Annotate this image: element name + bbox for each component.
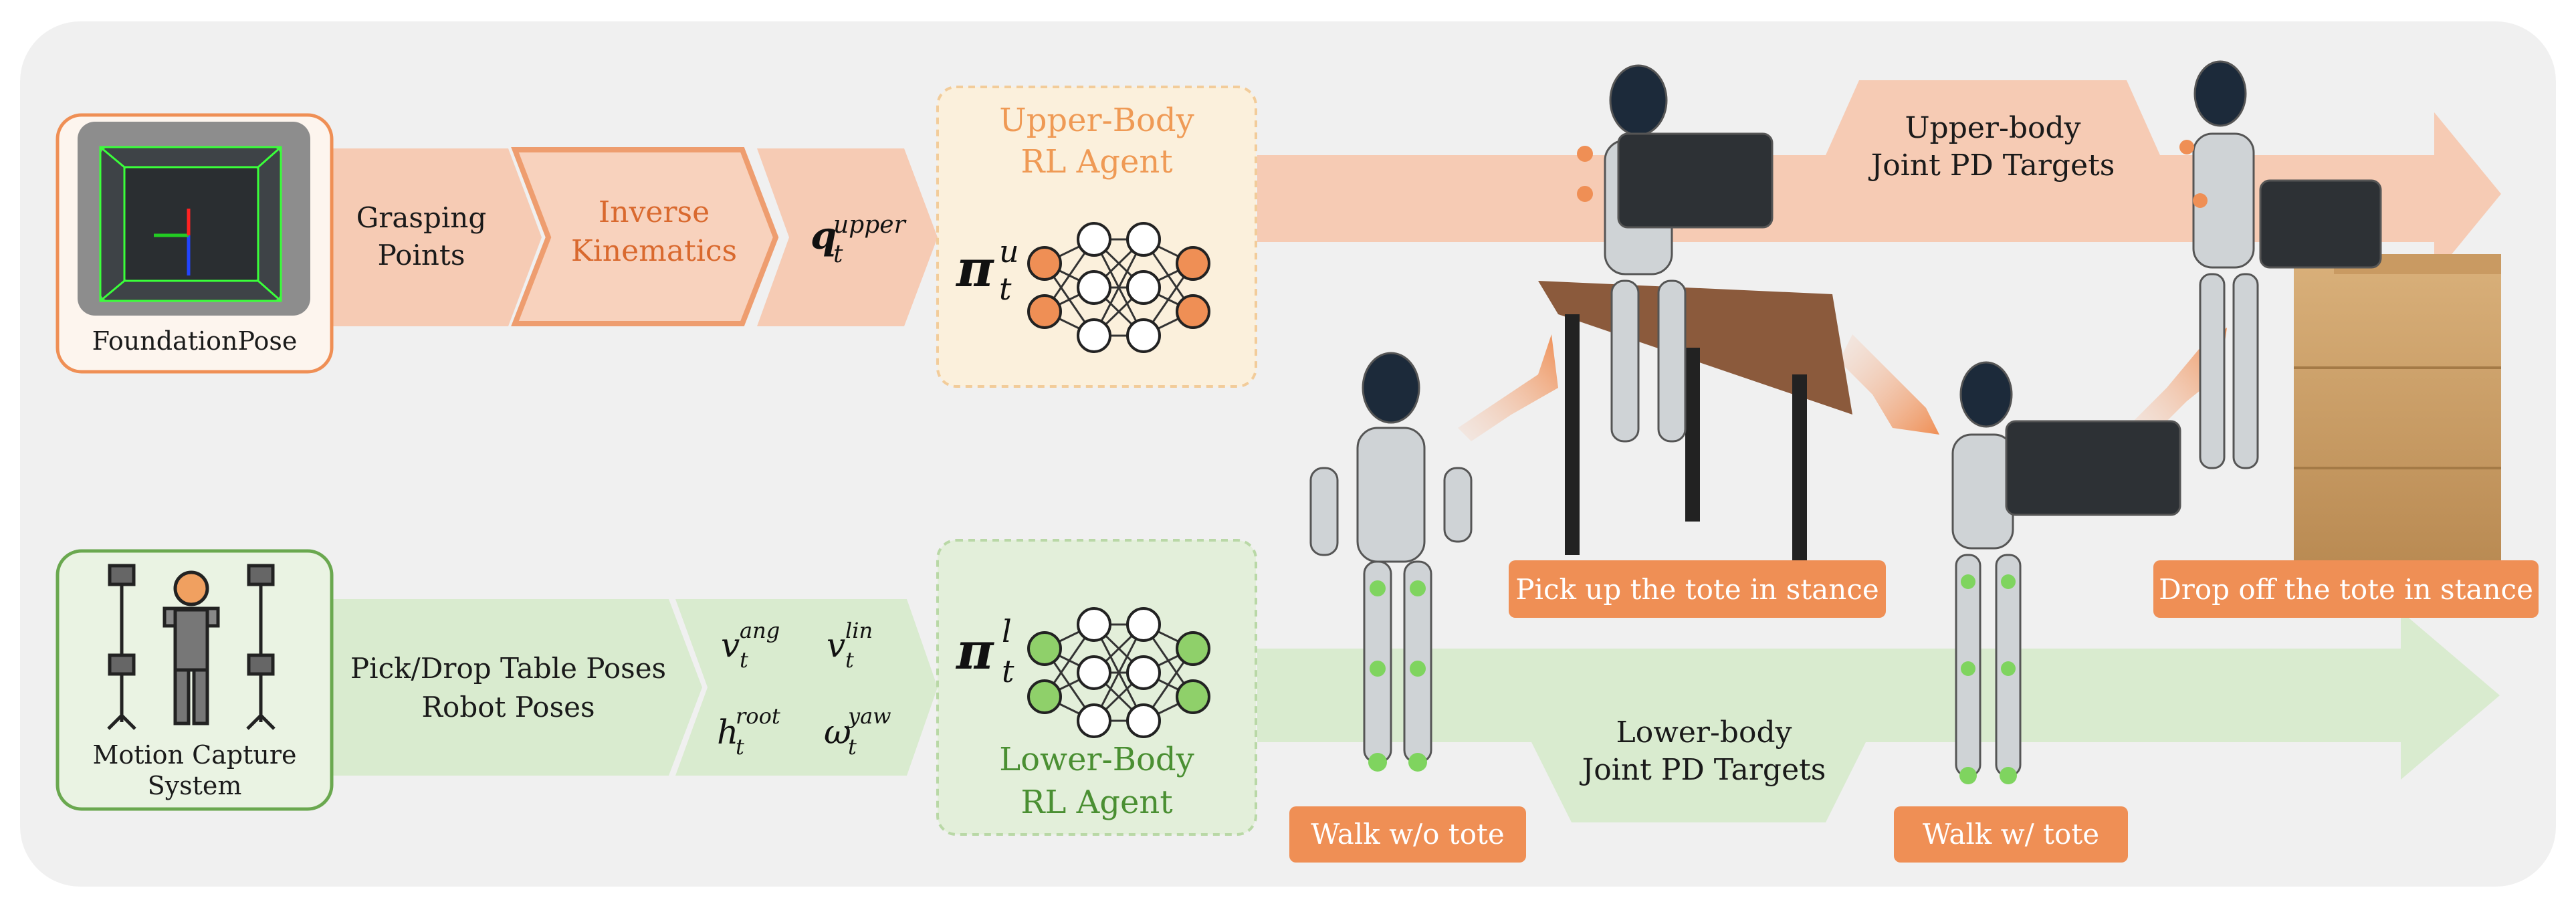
svg-text:q: q xyxy=(811,214,837,258)
upper-neural-net xyxy=(1027,222,1210,353)
svg-text:h: h xyxy=(717,713,738,752)
net-node xyxy=(1126,222,1161,257)
svg-text:t: t xyxy=(736,734,744,760)
net-node xyxy=(1176,246,1210,281)
pick-drop-poses-chevron xyxy=(332,599,702,776)
tag-drop-off: Drop off the tote in stance xyxy=(2159,573,2533,606)
net-node xyxy=(1126,655,1161,690)
net-node xyxy=(1176,631,1210,666)
net-node xyxy=(1126,318,1161,353)
foundationpose-image xyxy=(78,122,310,316)
svg-text:t: t xyxy=(999,271,1012,307)
robot-state-chevron xyxy=(675,599,938,776)
lower-targets-label-2: Joint PD Targets xyxy=(1580,753,1826,787)
svg-text:t: t xyxy=(833,241,843,268)
upper-agent-title-2: RL Agent xyxy=(1021,143,1172,181)
upper-stream-arrow xyxy=(1257,112,2501,275)
lower-agent-title-2: RL Agent xyxy=(1021,784,1172,821)
svg-text:l: l xyxy=(1002,613,1012,649)
svg-text:ω: ω xyxy=(824,713,851,752)
transition-arrow-2 xyxy=(1839,334,1939,435)
net-node xyxy=(1176,294,1210,329)
upper-agent-title-1: Upper-Body xyxy=(999,102,1194,139)
upper-targets-label-2: Joint PD Targets xyxy=(1868,148,2115,183)
grasp-points-chevron xyxy=(332,148,542,326)
inverse-kinematics-chevron xyxy=(511,147,779,326)
svg-text:v: v xyxy=(827,626,845,665)
net-node xyxy=(1077,607,1111,642)
svg-text:t: t xyxy=(740,647,748,673)
upper-pi-symbol: π u t xyxy=(955,233,1019,307)
net-node xyxy=(1077,270,1111,305)
tag-drop-off-box xyxy=(2153,560,2539,618)
tag-walk-without-box xyxy=(1289,806,1526,863)
robot-state-symbols: v ang t v lin t h root t ω yaw t xyxy=(717,618,891,760)
lower-stream-arrow xyxy=(1257,611,2500,780)
svg-text:π: π xyxy=(955,239,994,298)
net-edge xyxy=(1093,239,1145,336)
net-node xyxy=(1126,270,1161,305)
motion-capture-icon xyxy=(107,564,276,730)
net-node xyxy=(1126,607,1161,642)
net-node xyxy=(1077,318,1111,353)
grasp-label-line1: Grasping xyxy=(356,201,486,234)
lower-pi-symbol: π l t xyxy=(955,613,1014,689)
net-node xyxy=(1176,679,1210,714)
tag-walk-with: Walk w/ tote xyxy=(1923,818,2099,850)
lower-targets-label-1: Lower-body xyxy=(1616,715,1792,750)
poses-label-1: Pick/Drop Table Poses xyxy=(350,652,666,685)
robot-pick-up xyxy=(1577,64,1774,443)
net-node xyxy=(1126,703,1161,738)
net-node xyxy=(1077,222,1111,257)
ik-label-line1: Inverse xyxy=(599,195,710,229)
svg-text:root: root xyxy=(736,703,780,729)
q-upper-chevron xyxy=(757,148,938,326)
net-node xyxy=(1077,655,1111,690)
net-node xyxy=(1027,246,1062,281)
svg-text:u: u xyxy=(999,233,1019,269)
svg-text:lin: lin xyxy=(845,618,873,643)
svg-text:upper: upper xyxy=(833,211,907,239)
transition-arrow-1 xyxy=(1458,334,1558,441)
svg-text:π: π xyxy=(955,621,994,681)
tag-walk-without: Walk w/o tote xyxy=(1311,818,1504,850)
svg-text:t: t xyxy=(848,734,857,760)
foundationpose-label: FoundationPose xyxy=(92,326,298,356)
upper-targets-label-1: Upper-body xyxy=(1905,111,2080,145)
svg-text:ang: ang xyxy=(740,618,780,643)
svg-text:t: t xyxy=(1002,653,1014,689)
robot-walk-with-tote xyxy=(1951,361,2181,784)
net-edge xyxy=(1093,624,1145,721)
net-node xyxy=(1027,294,1062,329)
net-node xyxy=(1027,631,1062,666)
wooden-platform xyxy=(2294,254,2501,568)
q-upper-symbol: q upper t xyxy=(811,211,907,268)
grasp-label-line2: Points xyxy=(378,239,465,271)
lower-targets-banner xyxy=(1531,742,1866,822)
net-node xyxy=(1077,703,1111,738)
tag-walk-with-box xyxy=(1894,806,2128,863)
motion-capture-label-1: Motion Capture xyxy=(92,740,296,770)
tag-pick-up-box xyxy=(1509,560,1886,618)
svg-text:yaw: yaw xyxy=(847,703,891,729)
tag-pick-up: Pick up the tote in stance xyxy=(1515,573,1879,606)
robot-drop-off xyxy=(2179,60,2382,469)
motion-capture-label-2: System xyxy=(148,771,242,800)
net-node xyxy=(1027,679,1062,714)
robot-walk-without-tote xyxy=(1309,352,1473,772)
upper-targets-banner xyxy=(1826,80,2160,155)
ik-label-line2: Kinematics xyxy=(571,234,737,268)
svg-text:t: t xyxy=(845,647,854,673)
lower-neural-net xyxy=(1027,607,1210,738)
poses-label-2: Robot Poses xyxy=(421,691,595,723)
lower-agent-title-1: Lower-Body xyxy=(999,741,1194,778)
svg-text:v: v xyxy=(721,626,740,665)
